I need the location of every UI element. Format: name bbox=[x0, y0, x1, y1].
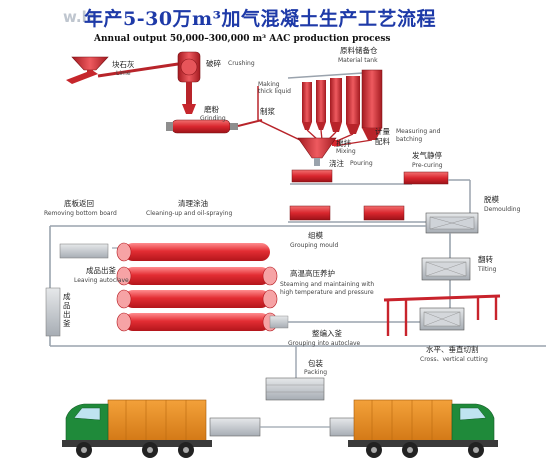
label-pouring-zh: 浇注 bbox=[329, 159, 344, 168]
title-english: Annual output 50,000–300,000 m³ AAC prod… bbox=[94, 34, 391, 44]
label-metering-zh-1: 计量 bbox=[375, 127, 390, 136]
label-packing-zh: 包装 bbox=[308, 359, 323, 368]
lime-hopper bbox=[66, 56, 109, 84]
label-packing-en: Packing bbox=[304, 369, 328, 376]
label-grinding-zh: 磨粉 bbox=[204, 105, 219, 114]
watermark: w.lo bbox=[63, 8, 98, 26]
label-leaving-zh: 成品出釜 bbox=[86, 266, 116, 275]
label-precuring-en: Pre-curing bbox=[412, 162, 443, 169]
label-mixing-en: Mixing bbox=[336, 148, 356, 155]
label-crushing-en: Crushing bbox=[228, 60, 255, 67]
label-grouping-mould-zh: 组模 bbox=[308, 231, 323, 240]
label-lime-en: Lime bbox=[116, 70, 131, 77]
label-remove-board-en: Removing bottom board bbox=[44, 210, 117, 217]
label-pouring-en: Pouring bbox=[350, 160, 373, 167]
label-slurry-en: Making thick liquid bbox=[258, 81, 291, 95]
label-mixing-zh: 搅拌 bbox=[336, 139, 351, 148]
material-tanks bbox=[287, 69, 383, 147]
autoclaves bbox=[112, 242, 289, 332]
label-leaving-en: Leaving autoclave bbox=[74, 277, 129, 284]
slurry-tanks bbox=[257, 86, 301, 141]
tilting-station bbox=[421, 257, 471, 281]
label-curing-en: Steaming and maintaining with high tempe… bbox=[280, 281, 375, 296]
pouring-line bbox=[290, 169, 471, 214]
label-cutting-zh: 水平、垂直切割 bbox=[426, 345, 479, 354]
finished-product-stacks bbox=[45, 243, 109, 337]
label-metering-zh-2: 配料 bbox=[375, 137, 390, 146]
label-demoulding-en: Demoulding bbox=[484, 206, 521, 213]
label-tilting-en: Tilting bbox=[478, 266, 497, 273]
label-cleaning-en: Cleaning-up and oil-spraying bbox=[146, 210, 233, 217]
label-crushing-zh: 破碎 bbox=[206, 59, 221, 68]
label-grouping-mould-en: Grouping mould bbox=[290, 242, 339, 249]
label-material-tank-zh: 原料储备仓 bbox=[340, 46, 378, 55]
label-cutting-en: Cross、vertical cutting bbox=[420, 356, 488, 363]
crusher-machine bbox=[97, 51, 201, 104]
label-grouping-autoclave-zh: 整编入釜 bbox=[312, 329, 342, 338]
grinding-mill bbox=[166, 104, 263, 134]
label-cleaning-zh: 清理涂油 bbox=[178, 199, 208, 208]
label-demoulding-zh: 脱模 bbox=[484, 195, 499, 204]
label-material-tank-en: Material tank bbox=[338, 57, 378, 64]
label-metering-en: Measuring and batching bbox=[396, 128, 441, 143]
cutting-machine bbox=[383, 294, 501, 336]
label-leaving-vertical: 成品出釜 bbox=[63, 292, 71, 328]
label-precuring-zh: 发气静停 bbox=[412, 151, 442, 160]
mould-return-line bbox=[288, 205, 426, 223]
label-remove-board-zh: 底板返回 bbox=[64, 199, 94, 208]
label-curing-zh: 高温高压养护 bbox=[290, 269, 335, 278]
label-slurry-zh: 制浆 bbox=[260, 107, 275, 116]
label-tilting-zh: 翻转 bbox=[478, 255, 493, 264]
mixer bbox=[297, 137, 337, 166]
label-lime-zh: 块石灰 bbox=[112, 60, 135, 69]
label-grinding-en: Grinding bbox=[200, 115, 226, 122]
demoulding-station bbox=[425, 212, 479, 234]
truck-right bbox=[348, 399, 498, 458]
label-grouping-autoclave-en: Grouping into autoclave bbox=[288, 340, 361, 347]
truck-left bbox=[62, 399, 212, 458]
title-chinese: 年产5-30万m³加气混凝土生产工艺流程 bbox=[84, 8, 436, 30]
